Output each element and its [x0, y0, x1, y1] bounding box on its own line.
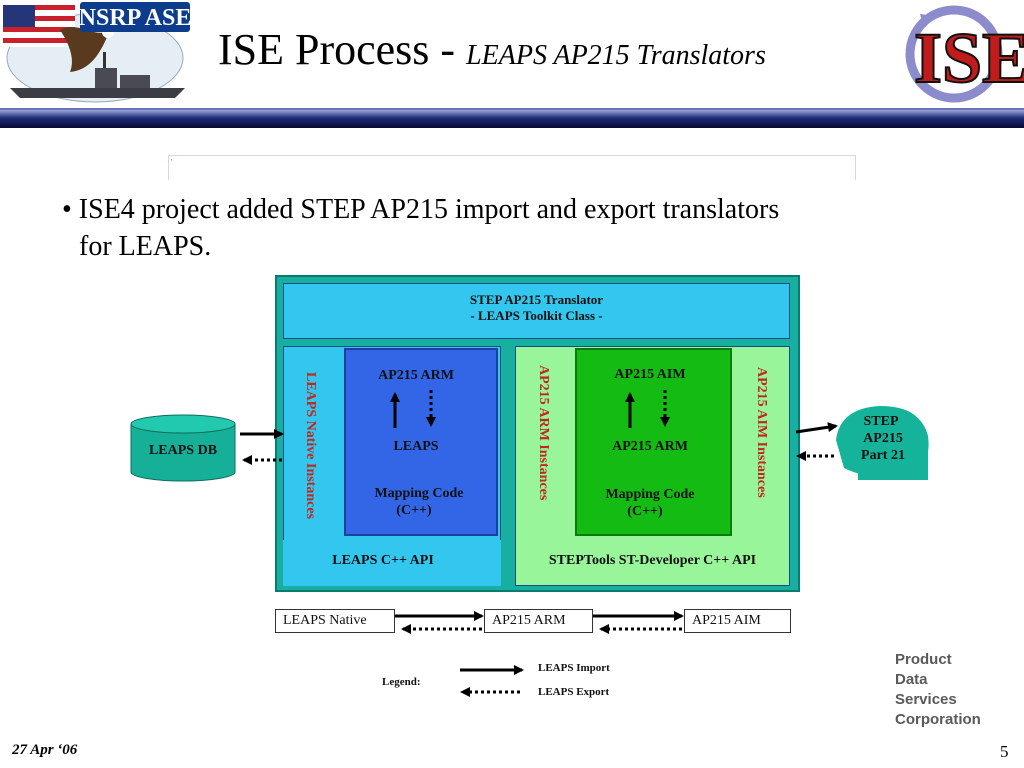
aim-instances-label: AP215 AIM Instances — [754, 367, 769, 498]
step-file-line2: AP215 — [863, 431, 903, 446]
nsrp-ase-logo: NSRP ASE — [0, 0, 200, 108]
us-flag-icon — [3, 5, 75, 47]
bullet-text: • ISE4 project added STEP AP215 import a… — [62, 191, 962, 265]
leaps-api-label: LEAPS C++ API — [332, 553, 434, 568]
svg-text:NSRP ASE: NSRP ASE — [79, 5, 192, 31]
right-mapping-top: AP215 AIM — [614, 367, 686, 382]
step-file-line3: Part 21 — [861, 448, 905, 463]
aim-mapping-box — [575, 348, 732, 536]
legend-label: Legend: — [382, 676, 421, 688]
page-title: ISE Process - LEAPS AP215 Translators — [218, 25, 766, 74]
legend-export-label: LEAPS Export — [538, 686, 610, 698]
right-mapping-middle: AP215 ARM — [612, 439, 688, 454]
bullet-line-1: • ISE4 project added STEP AP215 import a… — [62, 194, 780, 225]
flow-leaps-native: LEAPS Native — [275, 609, 395, 633]
embedded-frame: ▪ — [168, 155, 856, 180]
page-number: 5 — [1000, 742, 1009, 761]
right-mapping-lang: (C++) — [627, 504, 663, 519]
left-mapping-code: Mapping Code — [374, 486, 464, 501]
arm-instances-label: AP215 ARM Instances — [536, 365, 551, 501]
frame-marker-icon: ▪ — [171, 157, 173, 162]
legend-import-label: LEAPS Import — [538, 662, 610, 674]
ise-logo: ISE — [902, 2, 1024, 106]
left-mapping-lang: (C++) — [396, 503, 432, 518]
leaps-db-label: LEAPS DB — [148, 443, 218, 458]
left-mapping-top: AP215 ARM — [378, 368, 454, 383]
leaps-db-cylinder-icon — [130, 414, 236, 482]
header-divider — [0, 108, 1024, 130]
right-mapping-code: Mapping Code — [605, 487, 695, 502]
steptools-api-label: STEPTools ST-Developer C++ API — [548, 553, 757, 568]
bullet-line-2: for LEAPS. — [79, 231, 212, 262]
leaps-native-instances-label: LEAPS Native Instances — [303, 372, 318, 520]
left-mapping-middle: LEAPS — [393, 439, 439, 454]
leaps-api-box — [283, 540, 501, 586]
step-file-line1: STEP — [863, 414, 899, 429]
step-export-arrow — [795, 422, 838, 434]
flow-ap215-arm: AP215 ARM — [484, 609, 593, 633]
pds-corporation-logo: Product Data Services Corporation — [895, 651, 981, 728]
translator-title-box — [283, 283, 790, 339]
footer-date: 27 Apr ‘06 — [12, 742, 78, 758]
leaps-mapping-box — [344, 348, 498, 536]
ship-icon — [10, 52, 185, 98]
svg-text:ISE: ISE — [914, 18, 1024, 98]
translator-subtitle: - LEAPS Toolkit Class - — [470, 308, 603, 323]
step-file-icon — [836, 406, 929, 480]
translator-title: STEP AP215 Translator — [469, 292, 604, 307]
cycle-arrow-icon — [920, 14, 936, 28]
flow-ap215-aim: AP215 AIM — [684, 609, 791, 633]
